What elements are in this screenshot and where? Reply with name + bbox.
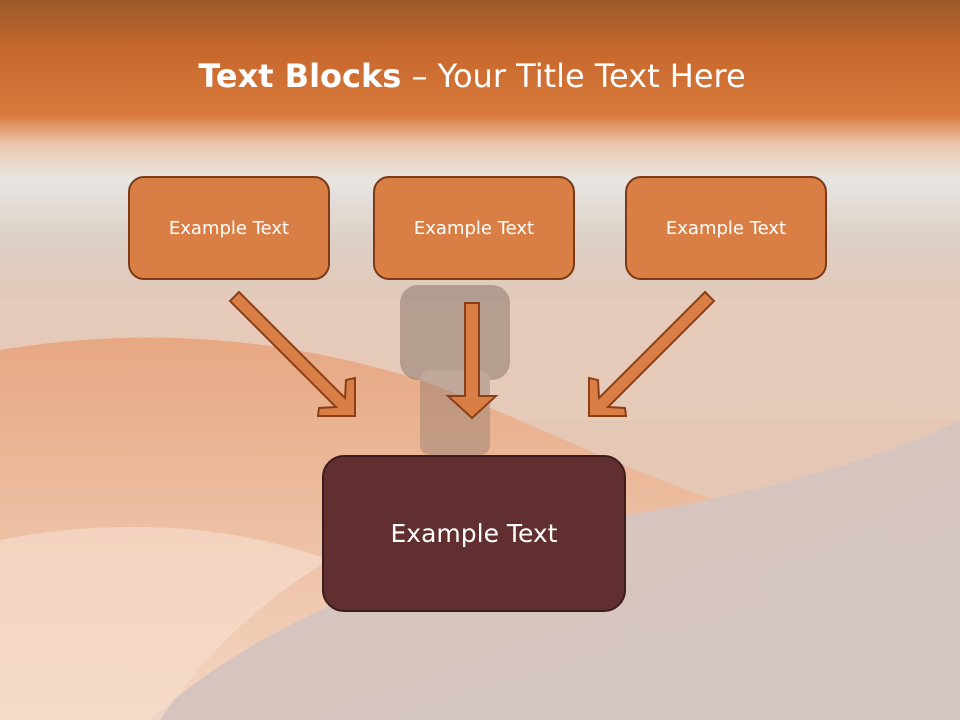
text-block-2-label: Example Text	[413, 217, 535, 239]
text-block-2[interactable]: Example Text	[373, 176, 575, 280]
text-block-1[interactable]: Example Text	[128, 176, 330, 280]
slide-title: Text Blocks – Your Title Text Here	[0, 54, 944, 98]
center-arrow-icon	[445, 302, 499, 420]
title-bold: Text Blocks	[198, 57, 402, 95]
result-block[interactable]: Example Text	[322, 455, 626, 612]
title-rest: Your Title Text Here	[437, 57, 746, 95]
right-arrow-icon	[588, 290, 716, 417]
title-separator: –	[401, 57, 438, 95]
text-block-3-label: Example Text	[665, 217, 787, 239]
left-arrow-icon	[228, 290, 356, 417]
text-block-3[interactable]: Example Text	[625, 176, 827, 280]
result-block-label: Example Text	[390, 519, 558, 548]
text-block-1-label: Example Text	[168, 217, 290, 239]
